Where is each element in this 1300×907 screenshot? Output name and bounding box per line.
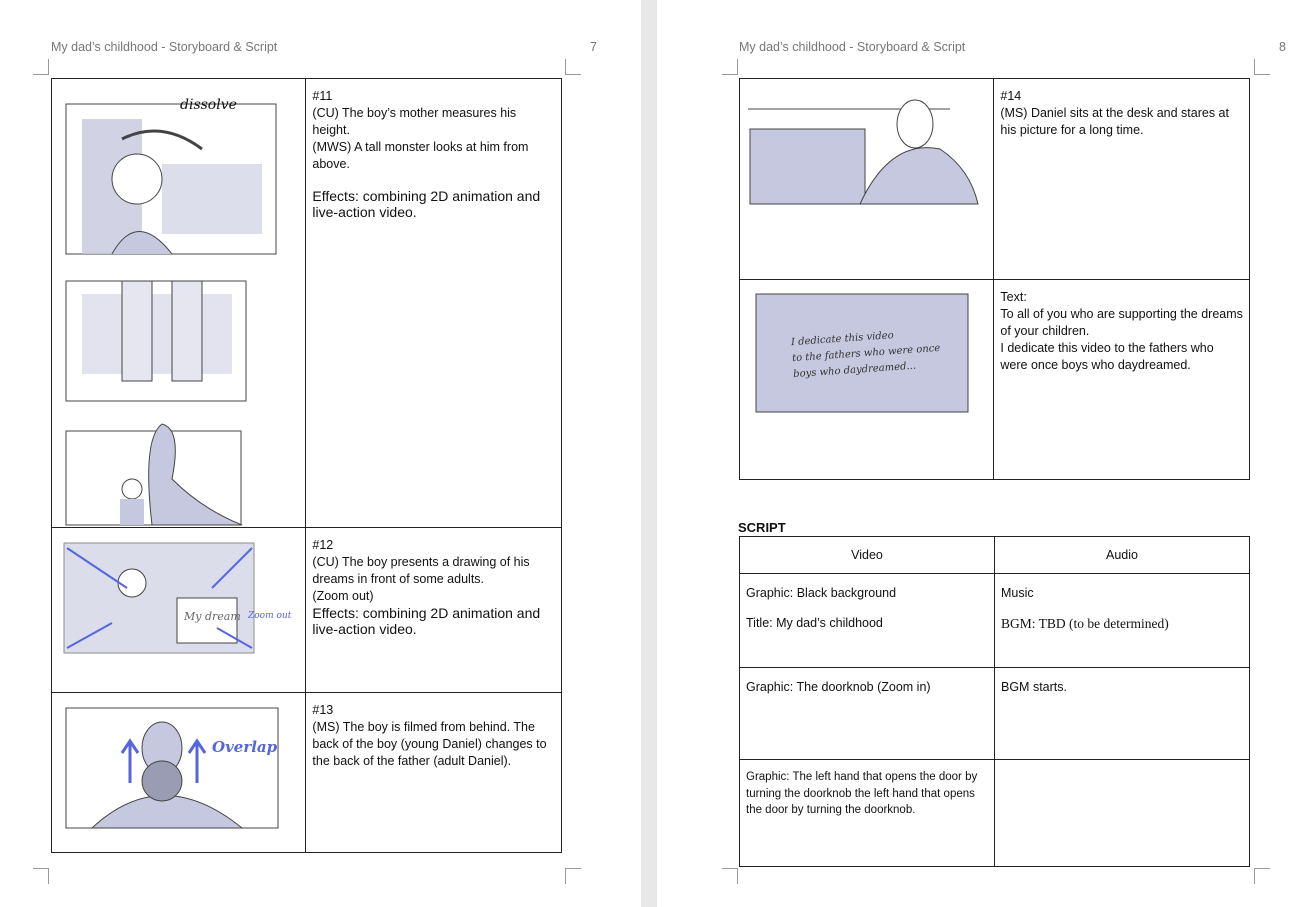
video-cell: Graphic: Black background Title: My dad’… [739, 573, 995, 668]
running-header: My dad’s childhood - Storyboard & Script [739, 40, 966, 54]
script-heading: SCRIPT [738, 520, 786, 535]
storyboard-table: dissolve #11 (CU) The boy’s mother measu… [50, 78, 562, 853]
scene-row: My dream Zoom out #12 (CU) The boy prese… [50, 527, 562, 693]
scene-line: To all of you who are supporting the dre… [1000, 307, 1243, 338]
scene-description: Text: To all of you who are supporting t… [993, 279, 1250, 480]
sketch-13 [65, 707, 279, 829]
audio-cell: Music BGM: TBD (to be determined) [994, 573, 1250, 668]
script-row: Graphic: The left hand that opens the do… [739, 759, 1250, 867]
sketch-annotation: dissolve [180, 97, 237, 113]
sketch-annotation: Overlap [212, 738, 278, 756]
audio-cell: BGM starts. [994, 667, 1250, 760]
scene-sketch: dissolve [50, 78, 307, 528]
scene-line: (Zoom out) [312, 589, 374, 603]
scene-id: #11 [312, 89, 333, 103]
crop-mark [722, 59, 738, 75]
scene-effects: Effects: combining 2D animation and live… [312, 188, 541, 220]
scene-line: (MS) Daniel sits at the desk and stares … [1000, 106, 1229, 137]
scene-id: #14 [1000, 89, 1022, 103]
storyboard-table: #14 (MS) Daniel sits at the desk and sta… [738, 78, 1250, 480]
scene-description: #12 (CU) The boy presents a drawing of h… [305, 527, 562, 693]
scene-line: (CU) The boy presents a drawing of his d… [312, 555, 530, 586]
sketch-14 [748, 99, 979, 205]
crop-mark [722, 868, 738, 884]
crop-mark [1254, 868, 1270, 884]
crop-mark [1254, 59, 1270, 75]
script-table: Video Audio Graphic: Black background Ti… [739, 536, 1250, 867]
crop-mark [33, 59, 49, 75]
page-number: 7 [590, 40, 597, 54]
video-line: Title: My dad’s childhood [746, 616, 883, 630]
scene-description: #11 (CU) The boy’s mother measures his h… [305, 78, 562, 528]
crop-mark [33, 868, 49, 884]
scene-sketch [738, 78, 995, 280]
scene-sketch: I dedicate this video to the fathers who… [738, 279, 995, 480]
sketch-annotation: Zoom out [248, 611, 292, 621]
scene-row: Overlap #13 (MS) The boy is filmed from … [50, 692, 562, 853]
audio-cell [994, 759, 1250, 867]
scene-id: #12 [312, 538, 334, 552]
scene-row: dissolve #11 (CU) The boy’s mother measu… [50, 78, 562, 528]
script-row: Graphic: Black background Title: My dad’… [739, 573, 1250, 668]
scene-line: (MS) The boy is filmed from behind. The … [312, 720, 547, 768]
audio-line: BGM: TBD (to be determined) [1001, 616, 1169, 631]
crop-mark [565, 868, 581, 884]
video-line: Graphic: The doorknob (Zoom in) [746, 680, 931, 694]
audio-line: BGM starts. [1001, 680, 1067, 694]
sketch-text-card [755, 293, 969, 413]
scene-id: #13 [312, 703, 334, 717]
scene-line: I dedicate this video to the fathers who… [1000, 341, 1214, 372]
sketch-annotation: My dream [184, 610, 241, 623]
running-header: My dad’s childhood - Storyboard & Script [51, 40, 278, 54]
video-line: Graphic: Black background [746, 586, 897, 600]
scene-row: #14 (MS) Daniel sits at the desk and sta… [738, 78, 1250, 280]
sketch-11 [65, 103, 277, 526]
video-line: Graphic: The left hand that opens the do… [746, 771, 978, 816]
video-cell: Graphic: The doorknob (Zoom in) [739, 667, 995, 760]
scene-row: I dedicate this video to the fathers who… [738, 279, 1250, 480]
scene-description: #14 (MS) Daniel sits at the desk and sta… [993, 78, 1250, 280]
scene-effects: Effects: combining 2D animation and live… [312, 605, 541, 637]
scene-line: (MWS) A tall monster looks at him from a… [312, 140, 529, 171]
script-header-row: Video Audio [739, 536, 1250, 574]
scene-sketch: Overlap [50, 692, 307, 853]
scene-label: Text: [1000, 290, 1027, 304]
scene-description: #13 (MS) The boy is filmed from behind. … [305, 692, 562, 853]
page-8: My dad’s childhood - Storyboard & Script… [657, 0, 1300, 907]
crop-mark [565, 59, 581, 75]
page-7: My dad’s childhood - Storyboard & Script… [0, 0, 641, 907]
scene-sketch: My dream Zoom out [50, 527, 307, 693]
page-number: 8 [1279, 40, 1286, 54]
video-cell: Graphic: The left hand that opens the do… [739, 759, 995, 867]
column-header-video: Video [739, 536, 995, 574]
script-row: Graphic: The doorknob (Zoom in) BGM star… [739, 667, 1250, 760]
sketch-12 [63, 542, 255, 654]
column-header-audio: Audio [994, 536, 1250, 574]
scene-line: (CU) The boy’s mother measures his heigh… [312, 106, 517, 137]
audio-line: Music [1001, 586, 1034, 600]
